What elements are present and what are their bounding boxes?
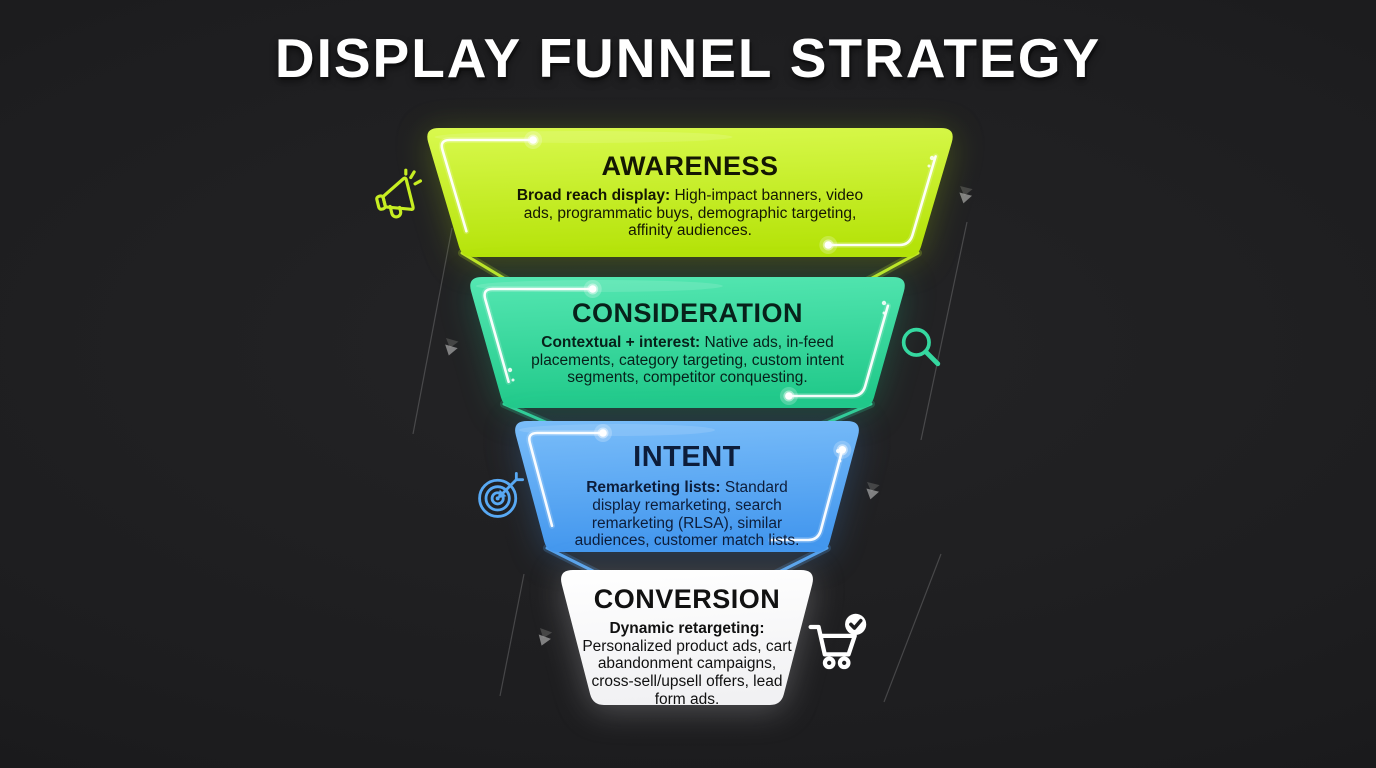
consideration-text: CONSIDERATION Contextual + interest: Nat… bbox=[467, 277, 908, 408]
stage-description: Dynamic retargeting: Personalized produc… bbox=[580, 620, 794, 708]
funnel-stage-consideration: CONSIDERATION Contextual + interest: Nat… bbox=[467, 277, 908, 408]
stage-lead: Broad reach display: bbox=[516, 187, 671, 205]
stage-description: Broad reach display: High-impact banners… bbox=[516, 187, 864, 240]
chevron-down-icon bbox=[538, 628, 553, 646]
awareness-shape bbox=[427, 128, 953, 257]
stage-description: Remarketing lists: Standard display rema… bbox=[562, 479, 812, 550]
stage-body: High-impact banners, video ads, programm… bbox=[523, 187, 864, 240]
megaphone-icon bbox=[375, 168, 423, 219]
stage-title: AWARENESS bbox=[601, 151, 779, 181]
stage-body: Native ads, in-feed placements, category… bbox=[531, 334, 844, 387]
chevron-down-icon bbox=[959, 186, 973, 204]
conversion-shape bbox=[561, 570, 813, 705]
stage-lead: Remarketing lists: bbox=[586, 479, 721, 497]
search-icon bbox=[901, 327, 941, 367]
awareness-text: AWARENESS Broad reach display: High-impa… bbox=[424, 128, 956, 257]
funnel-stage-awareness: AWARENESS Broad reach display: High-impa… bbox=[424, 128, 956, 257]
stage-description: Contextual + interest: Native ads, in-fe… bbox=[519, 334, 857, 387]
page-title: DISPLAY FUNNEL STRATEGY bbox=[274, 27, 1102, 89]
stage-title: INTENT bbox=[633, 441, 741, 473]
chevron-down-icon bbox=[445, 338, 459, 356]
stage-body: Standard display remarketing, search rem… bbox=[574, 479, 800, 550]
stage-lead: Contextual + interest: bbox=[541, 334, 701, 352]
stage-title: CONSIDERATION bbox=[571, 298, 803, 328]
funnel-stage-intent: INTENT Remarketing lists: Standard displ… bbox=[512, 421, 862, 552]
stage-lead: Dynamic retargeting: bbox=[609, 620, 765, 638]
intent-shape bbox=[515, 421, 859, 552]
diagonal-line bbox=[412, 221, 968, 703]
chevron-down-icon bbox=[866, 482, 880, 500]
funnel-stage-conversion: CONVERSION Dynamic retargeting: Personal… bbox=[558, 570, 816, 708]
cart-check-icon bbox=[808, 613, 867, 670]
consideration-shape bbox=[470, 277, 905, 408]
stage-body: Personalized product ads, cart abandonme… bbox=[582, 637, 792, 708]
target-icon bbox=[478, 471, 525, 518]
intent-text: INTENT Remarketing lists: Standard displ… bbox=[512, 421, 862, 552]
stage-title: CONVERSION bbox=[593, 584, 781, 614]
conversion-text: CONVERSION Dynamic retargeting: Personal… bbox=[558, 570, 816, 708]
